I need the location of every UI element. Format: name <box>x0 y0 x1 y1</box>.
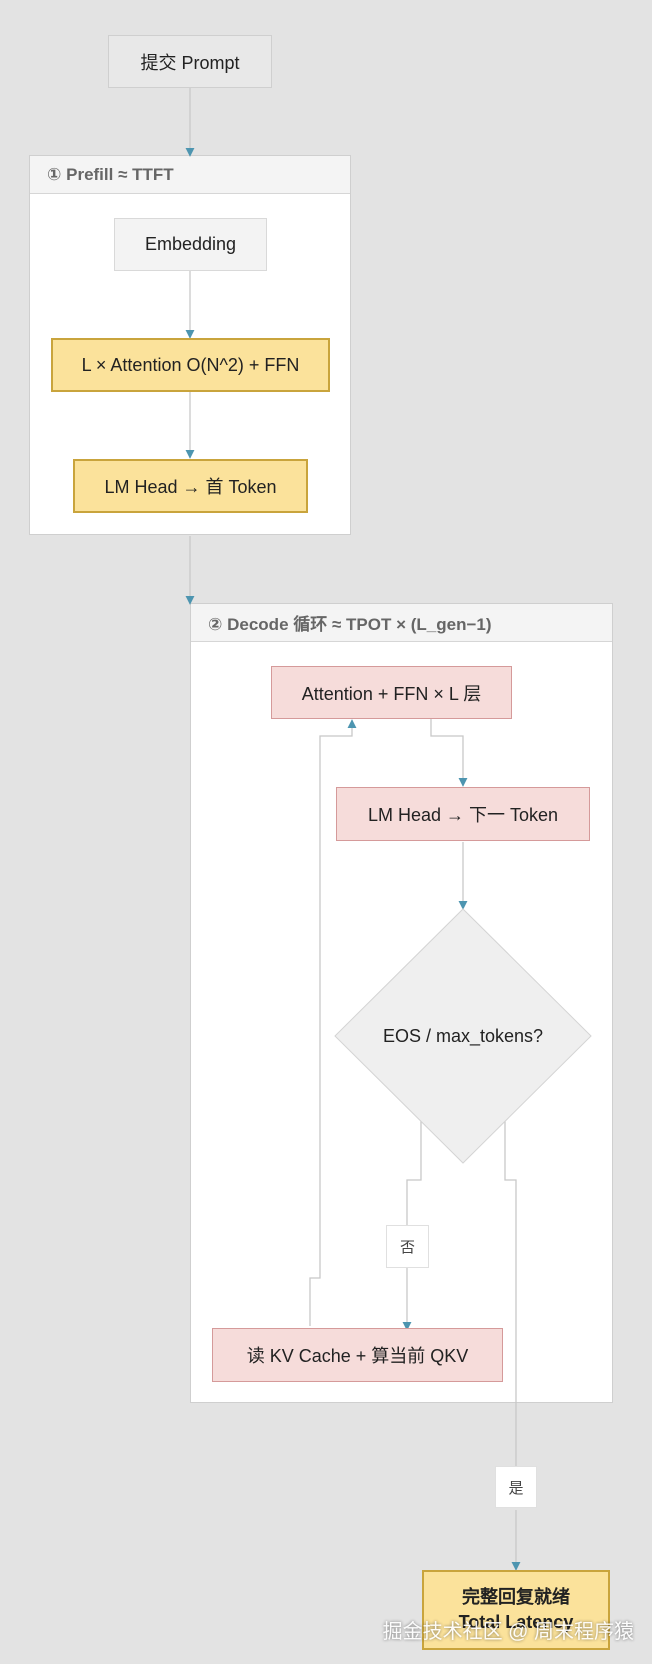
read-kv-cache-node: 读 KV Cache + 算当前 QKV <box>212 1328 503 1382</box>
prefill-lm-head-label: LM Head → 首 Token <box>104 477 277 497</box>
edge-decode-attn-to-lmhead <box>430 719 468 787</box>
submit-prompt-label: 提交 Prompt <box>140 52 240 73</box>
decode-lm-head-label: LM Head → 下一 Token <box>367 805 559 825</box>
decode-lm-head-node: LM Head → 下一 Token <box>336 787 590 841</box>
embedding-label: Embedding <box>144 234 237 254</box>
prefill-attention-label: L × Attention O(N^2) + FFN <box>81 354 300 375</box>
submit-prompt-node: 提交 Prompt <box>108 35 272 88</box>
decode-attention-node: Attention + FFN × L 层 <box>271 666 512 719</box>
decode-cluster-title: ② Decode 循环 ≈ TPOT × (L_gen−1) <box>191 604 612 642</box>
edge-eos-yes-to-final <box>504 1120 516 1570</box>
edge-label-yes: 是 <box>495 1466 537 1508</box>
eos-check-node: EOS / max_tokens? <box>350 1016 576 1056</box>
edge-eos-no-to-kv <box>407 1120 422 1330</box>
eos-check-label: EOS / max_tokens? <box>382 1025 544 1046</box>
eos-diamond-shape <box>334 908 592 1164</box>
watermark-text: 掘金技术社区 @ 周末程序猿 <box>382 1621 634 1643</box>
prefill-lm-head-node: LM Head → 首 Token <box>73 459 308 513</box>
read-kv-cache-label: 读 KV Cache + 算当前 QKV <box>246 1346 469 1366</box>
final-response-line1: 完整回复就绪 <box>462 1587 570 1607</box>
edge-label-no: 否 <box>386 1225 429 1268</box>
prefill-cluster-title: ① Prefill ≈ TTFT <box>30 156 350 194</box>
decode-attention-label: Attention + FFN × L 层 <box>301 683 482 704</box>
edge-kv-to-attention-loop <box>309 719 357 1326</box>
final-response-node: 完整回复就绪 Total Latency <box>422 1570 610 1650</box>
prefill-attention-node: L × Attention O(N^2) + FFN <box>51 338 330 392</box>
embedding-node: Embedding <box>114 218 267 271</box>
final-response-line2: Total Latency <box>458 1612 574 1632</box>
